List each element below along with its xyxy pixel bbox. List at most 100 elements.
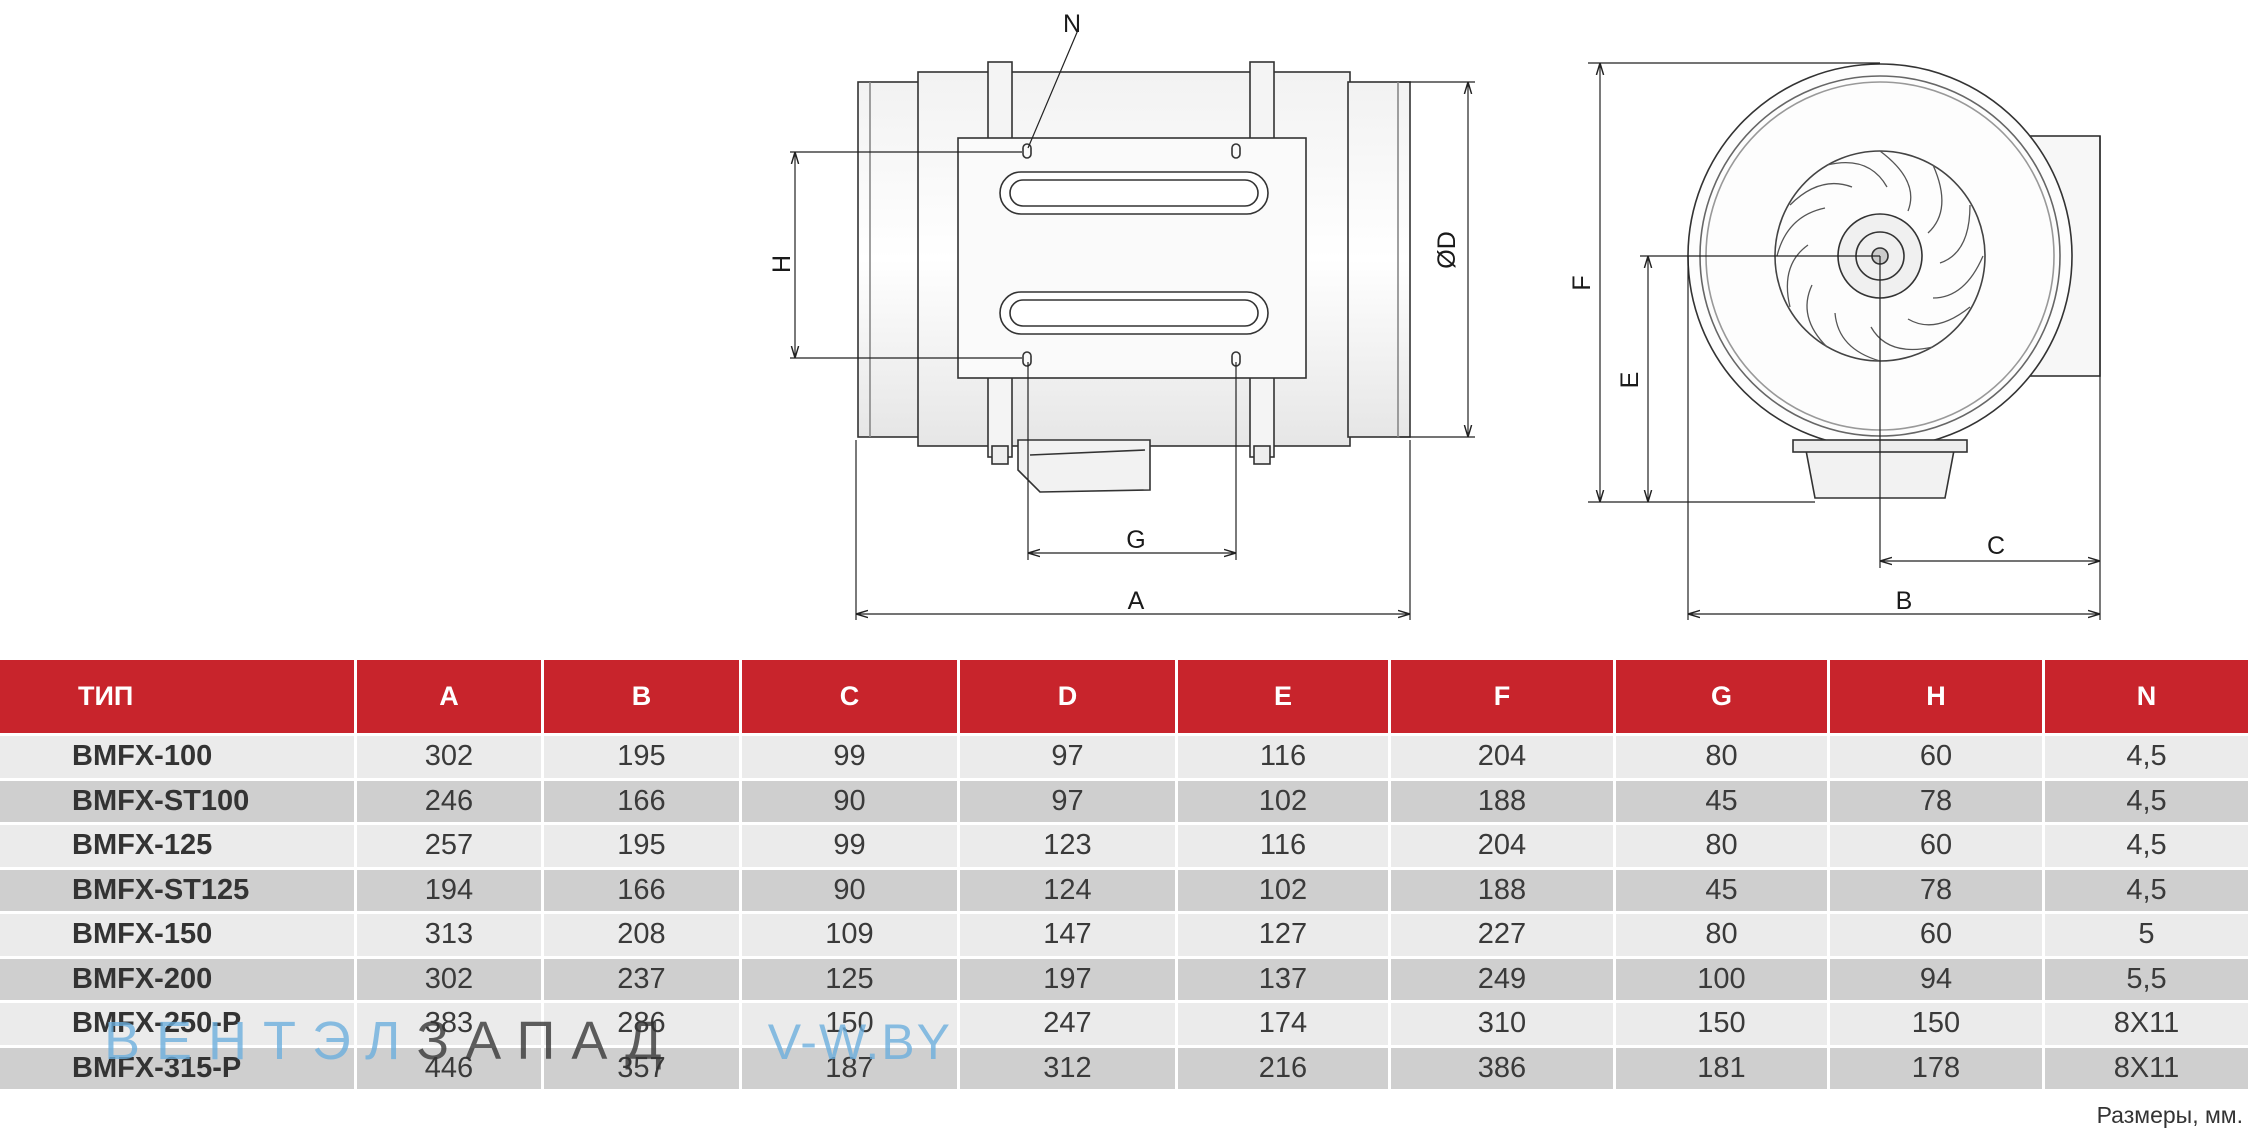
cell-value: 116 bbox=[1178, 733, 1391, 778]
cell-value: 4,5 bbox=[2045, 733, 2251, 778]
header-h: H bbox=[1830, 660, 2045, 733]
header-d: D bbox=[960, 660, 1178, 733]
hole-icon bbox=[1022, 143, 1032, 159]
cell-model: BMFX-100 bbox=[0, 733, 357, 778]
cell-value: 60 bbox=[1830, 733, 2045, 778]
left-flange bbox=[857, 81, 921, 438]
cell-value: 137 bbox=[1178, 955, 1391, 1000]
cell-value: 80 bbox=[1616, 822, 1830, 867]
cell-value: 8X11 bbox=[2045, 1044, 2251, 1089]
cell-value: 286 bbox=[544, 1000, 742, 1045]
cell-value: 181 bbox=[1616, 1044, 1830, 1089]
cell-value: 166 bbox=[544, 866, 742, 911]
cell-value: 383 bbox=[357, 1000, 544, 1045]
dim-label-e: E bbox=[1616, 372, 1644, 389]
cell-value: 386 bbox=[1391, 1044, 1616, 1089]
cell-value: 78 bbox=[1830, 777, 2045, 822]
cell-value: 302 bbox=[357, 955, 544, 1000]
cell-value: 127 bbox=[1178, 911, 1391, 956]
cell-value: 94 bbox=[1830, 955, 2045, 1000]
cell-value: 5 bbox=[2045, 911, 2251, 956]
cell-value: 97 bbox=[960, 733, 1178, 778]
cell-value: 302 bbox=[357, 733, 544, 778]
cell-value: 45 bbox=[1616, 777, 1830, 822]
cell-value: 60 bbox=[1830, 911, 2045, 956]
cell-value: 247 bbox=[960, 1000, 1178, 1045]
cell-value: 187 bbox=[742, 1044, 960, 1089]
dim-label-c: C bbox=[1987, 532, 2005, 560]
cell-value: 90 bbox=[742, 866, 960, 911]
front-view bbox=[1687, 63, 2101, 499]
cell-value: 357 bbox=[544, 1044, 742, 1089]
dim-label-d: ØD bbox=[1433, 231, 1461, 269]
cell-value: 195 bbox=[544, 822, 742, 867]
cell-model: BMFX-ST125 bbox=[0, 866, 357, 911]
cell-model: BMFX-150 bbox=[0, 911, 357, 956]
cell-value: 124 bbox=[960, 866, 1178, 911]
cell-value: 195 bbox=[544, 733, 742, 778]
dim-label-f: F bbox=[1568, 275, 1596, 290]
cell-value: 123 bbox=[960, 822, 1178, 867]
cell-value: 313 bbox=[357, 911, 544, 956]
cell-value: 204 bbox=[1391, 733, 1616, 778]
cell-model: BMFX-125 bbox=[0, 822, 357, 867]
cell-value: 194 bbox=[357, 866, 544, 911]
cell-value: 45 bbox=[1616, 866, 1830, 911]
cell-value: 150 bbox=[1830, 1000, 2045, 1045]
cell-value: 237 bbox=[544, 955, 742, 1000]
cell-value: 312 bbox=[960, 1044, 1178, 1089]
cell-model: BMFX-315-P bbox=[0, 1044, 357, 1089]
cell-value: 102 bbox=[1178, 777, 1391, 822]
drawing-canvas: H ØD G A N bbox=[768, 10, 2101, 620]
table-header-row: ТИП A B C D E F G H N bbox=[0, 660, 2251, 733]
cell-value: 100 bbox=[1616, 955, 1830, 1000]
cell-value: 246 bbox=[357, 777, 544, 822]
cell-value: 188 bbox=[1391, 866, 1616, 911]
dim-label-g: G bbox=[1126, 526, 1145, 554]
cell-value: 102 bbox=[1178, 866, 1391, 911]
header-a: A bbox=[357, 660, 544, 733]
header-f: F bbox=[1391, 660, 1616, 733]
cell-value: 197 bbox=[960, 955, 1178, 1000]
cell-value: 80 bbox=[1616, 911, 1830, 956]
cell-value: 99 bbox=[742, 733, 960, 778]
cell-value: 97 bbox=[960, 777, 1178, 822]
mounting-slot-bottom bbox=[999, 291, 1269, 335]
cell-value: 4,5 bbox=[2045, 777, 2251, 822]
cell-value: 446 bbox=[357, 1044, 544, 1089]
technical-drawing: H ØD G A N bbox=[768, 10, 2101, 620]
cell-value: 178 bbox=[1830, 1044, 2045, 1089]
terminal-box bbox=[1017, 439, 1151, 493]
header-e: E bbox=[1178, 660, 1391, 733]
header-n: N bbox=[2045, 660, 2251, 733]
cell-value: 99 bbox=[742, 822, 960, 867]
cell-value: 150 bbox=[742, 1000, 960, 1045]
header-b: B bbox=[544, 660, 742, 733]
cell-value: 8X11 bbox=[2045, 1000, 2251, 1045]
cell-value: 5,5 bbox=[2045, 955, 2251, 1000]
cell-value: 166 bbox=[544, 777, 742, 822]
cell-value: 4,5 bbox=[2045, 822, 2251, 867]
header-g: G bbox=[1616, 660, 1830, 733]
cell-value: 147 bbox=[960, 911, 1178, 956]
header-c: C bbox=[742, 660, 960, 733]
cell-value: 90 bbox=[742, 777, 960, 822]
header-type: ТИП bbox=[0, 660, 357, 733]
cell-value: 78 bbox=[1830, 866, 2045, 911]
cell-value: 204 bbox=[1391, 822, 1616, 867]
cell-value: 257 bbox=[357, 822, 544, 867]
side-view bbox=[857, 61, 1411, 493]
dim-label-n: N bbox=[1063, 10, 1081, 38]
cell-model: BMFX-250-P bbox=[0, 1000, 357, 1045]
cell-value: 249 bbox=[1391, 955, 1616, 1000]
cell-value: 125 bbox=[742, 955, 960, 1000]
dim-label-b: B bbox=[1896, 587, 1913, 615]
cell-value: 150 bbox=[1616, 1000, 1830, 1045]
